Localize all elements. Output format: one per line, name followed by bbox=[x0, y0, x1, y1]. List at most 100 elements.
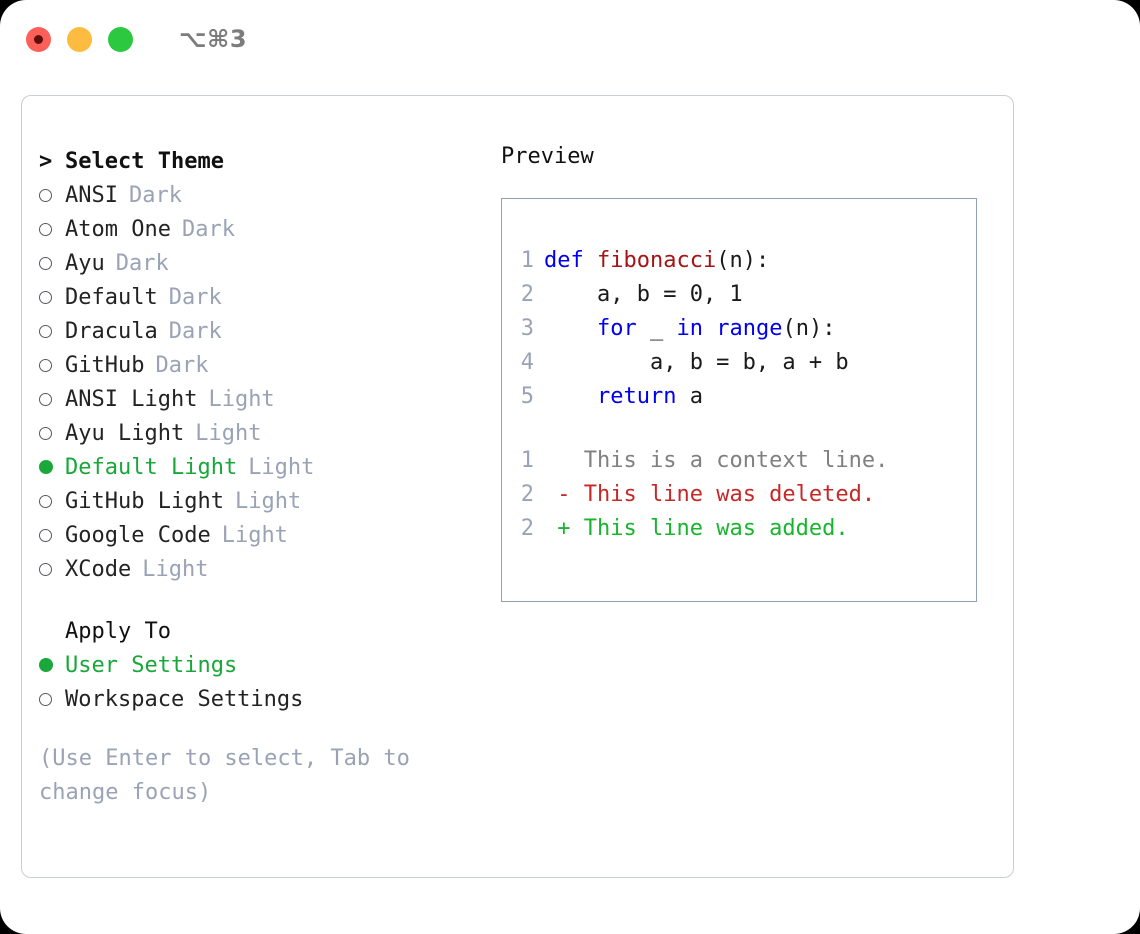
theme-item-label: Ayu bbox=[65, 250, 105, 276]
theme-variant-badge: Dark bbox=[128, 182, 182, 208]
theme-variant-badge: Light bbox=[142, 556, 209, 582]
code-token-plain: a bbox=[676, 383, 703, 409]
radio-unselected-icon[interactable] bbox=[39, 256, 65, 270]
code-token-plain: (n): bbox=[716, 247, 770, 273]
title-bar: ⌥⌘3 bbox=[0, 0, 1140, 78]
radio-glyph bbox=[39, 692, 52, 706]
radio-glyph bbox=[39, 256, 52, 270]
code-line-text: return a bbox=[544, 384, 703, 409]
radio-unselected-icon[interactable] bbox=[39, 426, 65, 440]
code-token-plain bbox=[544, 316, 597, 341]
code-line-number: 1 bbox=[520, 247, 534, 273]
code-diff-gap bbox=[502, 413, 976, 443]
diff-line-number: 1 bbox=[520, 447, 534, 473]
diff-line-del: 2 - This line was deleted. bbox=[502, 477, 976, 511]
close-button[interactable] bbox=[26, 26, 51, 52]
radio-unselected-icon[interactable] bbox=[39, 324, 65, 338]
code-line-text: def fibonacci(n): bbox=[544, 248, 769, 273]
radio-glyph bbox=[39, 324, 52, 338]
radio-glyph bbox=[39, 290, 52, 304]
theme-variant-badge: Dark bbox=[115, 250, 169, 276]
hint-spacer bbox=[39, 716, 469, 742]
code-token-plain bbox=[703, 316, 716, 341]
preview-title: Preview bbox=[501, 144, 594, 169]
code-line-number: 2 bbox=[520, 281, 534, 307]
code-line: 5 return a bbox=[502, 379, 976, 413]
diff-line-text: This line was deleted. bbox=[583, 481, 876, 507]
code-token-kw: for bbox=[596, 315, 637, 341]
diff-sign bbox=[544, 448, 584, 473]
radio-unselected-icon[interactable] bbox=[39, 188, 65, 202]
code-line-number: 3 bbox=[520, 315, 534, 341]
window-controls bbox=[26, 26, 133, 52]
radio-unselected-icon[interactable] bbox=[39, 692, 65, 706]
radio-unselected-icon[interactable] bbox=[39, 494, 65, 508]
theme-item-label: XCode bbox=[65, 556, 132, 582]
theme-item-xcode[interactable]: XCode Light bbox=[39, 552, 469, 586]
radio-unselected-icon[interactable] bbox=[39, 392, 65, 406]
diff-line-number: 2 bbox=[520, 515, 534, 541]
theme-item-label: Default Light bbox=[65, 454, 238, 480]
diff-line-text: This is a context line. bbox=[583, 447, 889, 473]
code-token-kw: return bbox=[596, 383, 677, 409]
theme-item-ayu[interactable]: Ayu Dark bbox=[39, 246, 469, 280]
theme-variant-badge: Dark bbox=[181, 216, 235, 242]
code-line-number: 4 bbox=[520, 349, 534, 375]
code-token-kw: def bbox=[544, 247, 597, 273]
theme-item-label: Google Code bbox=[65, 522, 211, 548]
diff-sign: + bbox=[544, 515, 584, 541]
apply-to-option-workspace-settings[interactable]: Workspace Settings bbox=[39, 682, 469, 716]
theme-item-label: Dracula bbox=[65, 318, 158, 344]
radio-selected-icon[interactable] bbox=[39, 460, 65, 474]
keyboard-shortcut-label: ⌥⌘3 bbox=[179, 25, 248, 53]
diff-line-number: 2 bbox=[520, 481, 534, 507]
apply-to-header: Apply To bbox=[39, 614, 469, 648]
code-token-fn: fibonacci bbox=[596, 247, 717, 273]
code-token-plain: a, b = b, a + b bbox=[544, 349, 849, 375]
code-line: 4 a, b = b, a + b bbox=[502, 345, 976, 379]
minimize-button[interactable] bbox=[67, 26, 92, 52]
radio-glyph bbox=[39, 528, 52, 542]
radio-selected-icon[interactable] bbox=[39, 658, 65, 672]
radio-glyph bbox=[39, 494, 52, 508]
radio-unselected-icon[interactable] bbox=[39, 290, 65, 304]
theme-variant-badge: Dark bbox=[168, 284, 222, 310]
apply-to-option-label: Workspace Settings bbox=[65, 686, 304, 712]
apply-to-option-user-settings[interactable]: User Settings bbox=[39, 648, 469, 682]
list-spacer bbox=[39, 586, 469, 614]
radio-glyph bbox=[39, 392, 52, 406]
apply-to-option-label: User Settings bbox=[65, 652, 238, 678]
radio-glyph bbox=[39, 188, 52, 202]
theme-variant-badge: Light bbox=[208, 386, 275, 412]
code-line: 3 for _ in range(n): bbox=[502, 311, 976, 345]
caret-icon: > bbox=[39, 148, 53, 174]
radio-unselected-icon[interactable] bbox=[39, 528, 65, 542]
diff-line-text: This line was added. bbox=[583, 515, 849, 541]
theme-variant-badge: Dark bbox=[155, 352, 209, 378]
radio-unselected-icon[interactable] bbox=[39, 222, 65, 236]
radio-glyph bbox=[39, 222, 52, 236]
code-token-plain bbox=[544, 384, 597, 409]
code-token-kw: range bbox=[716, 315, 783, 341]
diff-line-context: 1 This is a context line. bbox=[502, 443, 976, 477]
radio-unselected-icon[interactable] bbox=[39, 562, 65, 576]
radio-unselected-icon[interactable] bbox=[39, 358, 65, 372]
maximize-button[interactable] bbox=[108, 26, 133, 52]
theme-picker-header: > Select Theme bbox=[39, 144, 469, 178]
radio-glyph bbox=[39, 460, 53, 474]
